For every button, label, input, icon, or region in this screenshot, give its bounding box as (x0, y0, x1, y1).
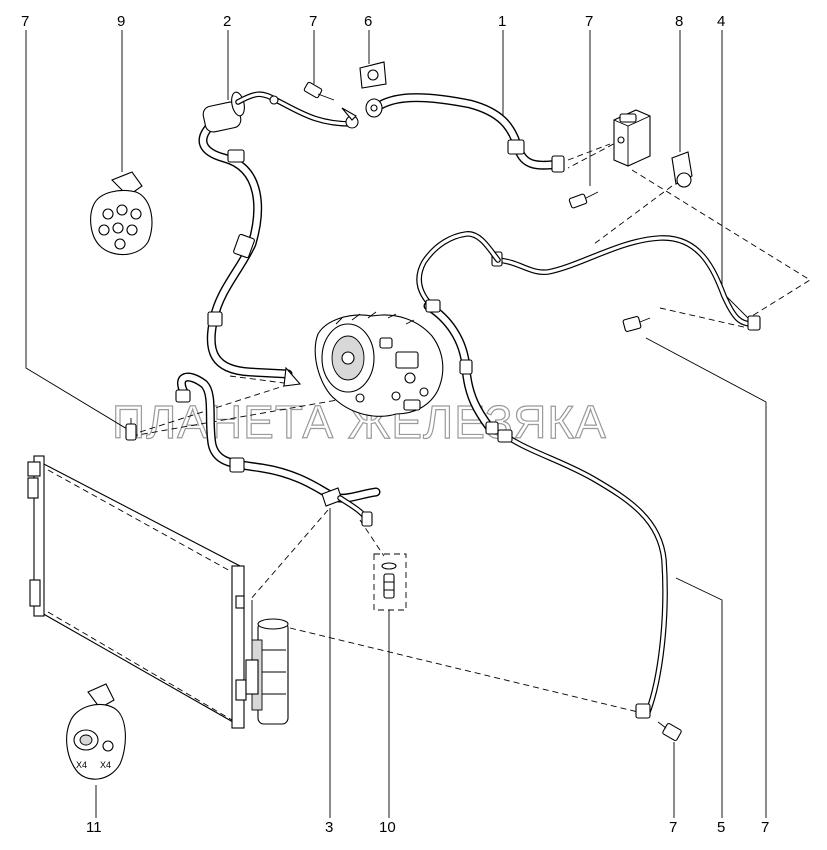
callout-11: 11 (86, 819, 102, 836)
callout-7-bottom-right: 7 (761, 819, 769, 836)
callout-7-top-left: 7 (21, 13, 29, 30)
compressor (314, 311, 444, 417)
callout-5: 5 (717, 819, 725, 836)
clip-6 (359, 61, 387, 89)
bracket-8 (671, 151, 693, 188)
receiver-dryer (245, 600, 289, 725)
callout-10: 10 (379, 819, 396, 836)
hose-2 (198, 91, 359, 387)
kit-qty-right: X4 (100, 760, 111, 770)
hose-mid-right (423, 299, 499, 435)
callout-7-bottom: 7 (669, 819, 677, 836)
callout-7-top-right: 7 (585, 13, 593, 30)
bolt-7-top-mid (303, 81, 357, 121)
bolt-7-right (622, 316, 651, 332)
callout-9: 9 (117, 13, 125, 30)
pipe-5 (497, 429, 668, 719)
assembly-dashed-lines (131, 129, 811, 713)
o-ring-kit-9 (90, 171, 153, 256)
bolt-7-bottom (657, 721, 682, 742)
pipe-4 (416, 231, 761, 331)
bolt-7-top-right (568, 191, 599, 209)
bolt-7-left (125, 418, 137, 441)
service-valve-10 (373, 553, 407, 611)
hose-1 (365, 93, 565, 173)
callout-8: 8 (675, 13, 683, 30)
callout-4: 4 (717, 13, 725, 30)
hose-3 (175, 372, 381, 527)
condenser (27, 455, 247, 729)
leader-lines (25, 30, 767, 818)
callout-3: 3 (325, 819, 333, 836)
kit-qty-left: X4 (76, 760, 87, 770)
callout-2: 2 (223, 13, 231, 30)
seal-kit-11: X4 X4 (66, 683, 126, 780)
callout-1: 1 (498, 13, 506, 30)
expansion-valve (613, 109, 651, 167)
callout-6: 6 (364, 13, 372, 30)
callout-7-top-mid: 7 (309, 13, 317, 30)
callout-numbers: 7 9 2 7 6 1 7 8 4 11 3 10 7 5 7 (21, 13, 769, 836)
